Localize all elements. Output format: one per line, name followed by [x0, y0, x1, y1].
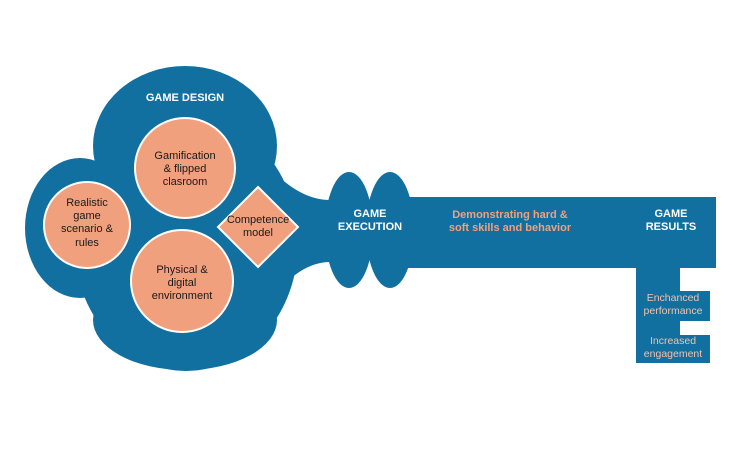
gamification-label: Gamification & flipped clasroom	[154, 150, 216, 189]
key-tooth-bottom	[636, 335, 710, 363]
key-tooth-top	[636, 291, 710, 321]
shaft-label: Demonstrating hard & soft skills and beh…	[448, 209, 572, 235]
realistic-game-label: Realistic game scenario & rules	[61, 197, 113, 249]
key-neck	[270, 168, 330, 300]
game-design-title: GAME DESIGN	[145, 92, 225, 104]
result-item-engagement: Increased engagement	[643, 335, 703, 360]
game-results-title: GAME RESULTS	[645, 208, 697, 234]
circle-gamification	[134, 117, 236, 219]
circle-realistic-game	[43, 181, 131, 269]
competence-label: Competence model	[226, 214, 290, 240]
result-item-performance: Enchanced performance	[643, 292, 703, 317]
environment-label: Physical & digital environment	[151, 264, 213, 303]
game-execution-title: GAME EXECUTION	[337, 208, 403, 234]
circle-environment	[130, 229, 234, 333]
diamond-competence	[216, 185, 300, 269]
